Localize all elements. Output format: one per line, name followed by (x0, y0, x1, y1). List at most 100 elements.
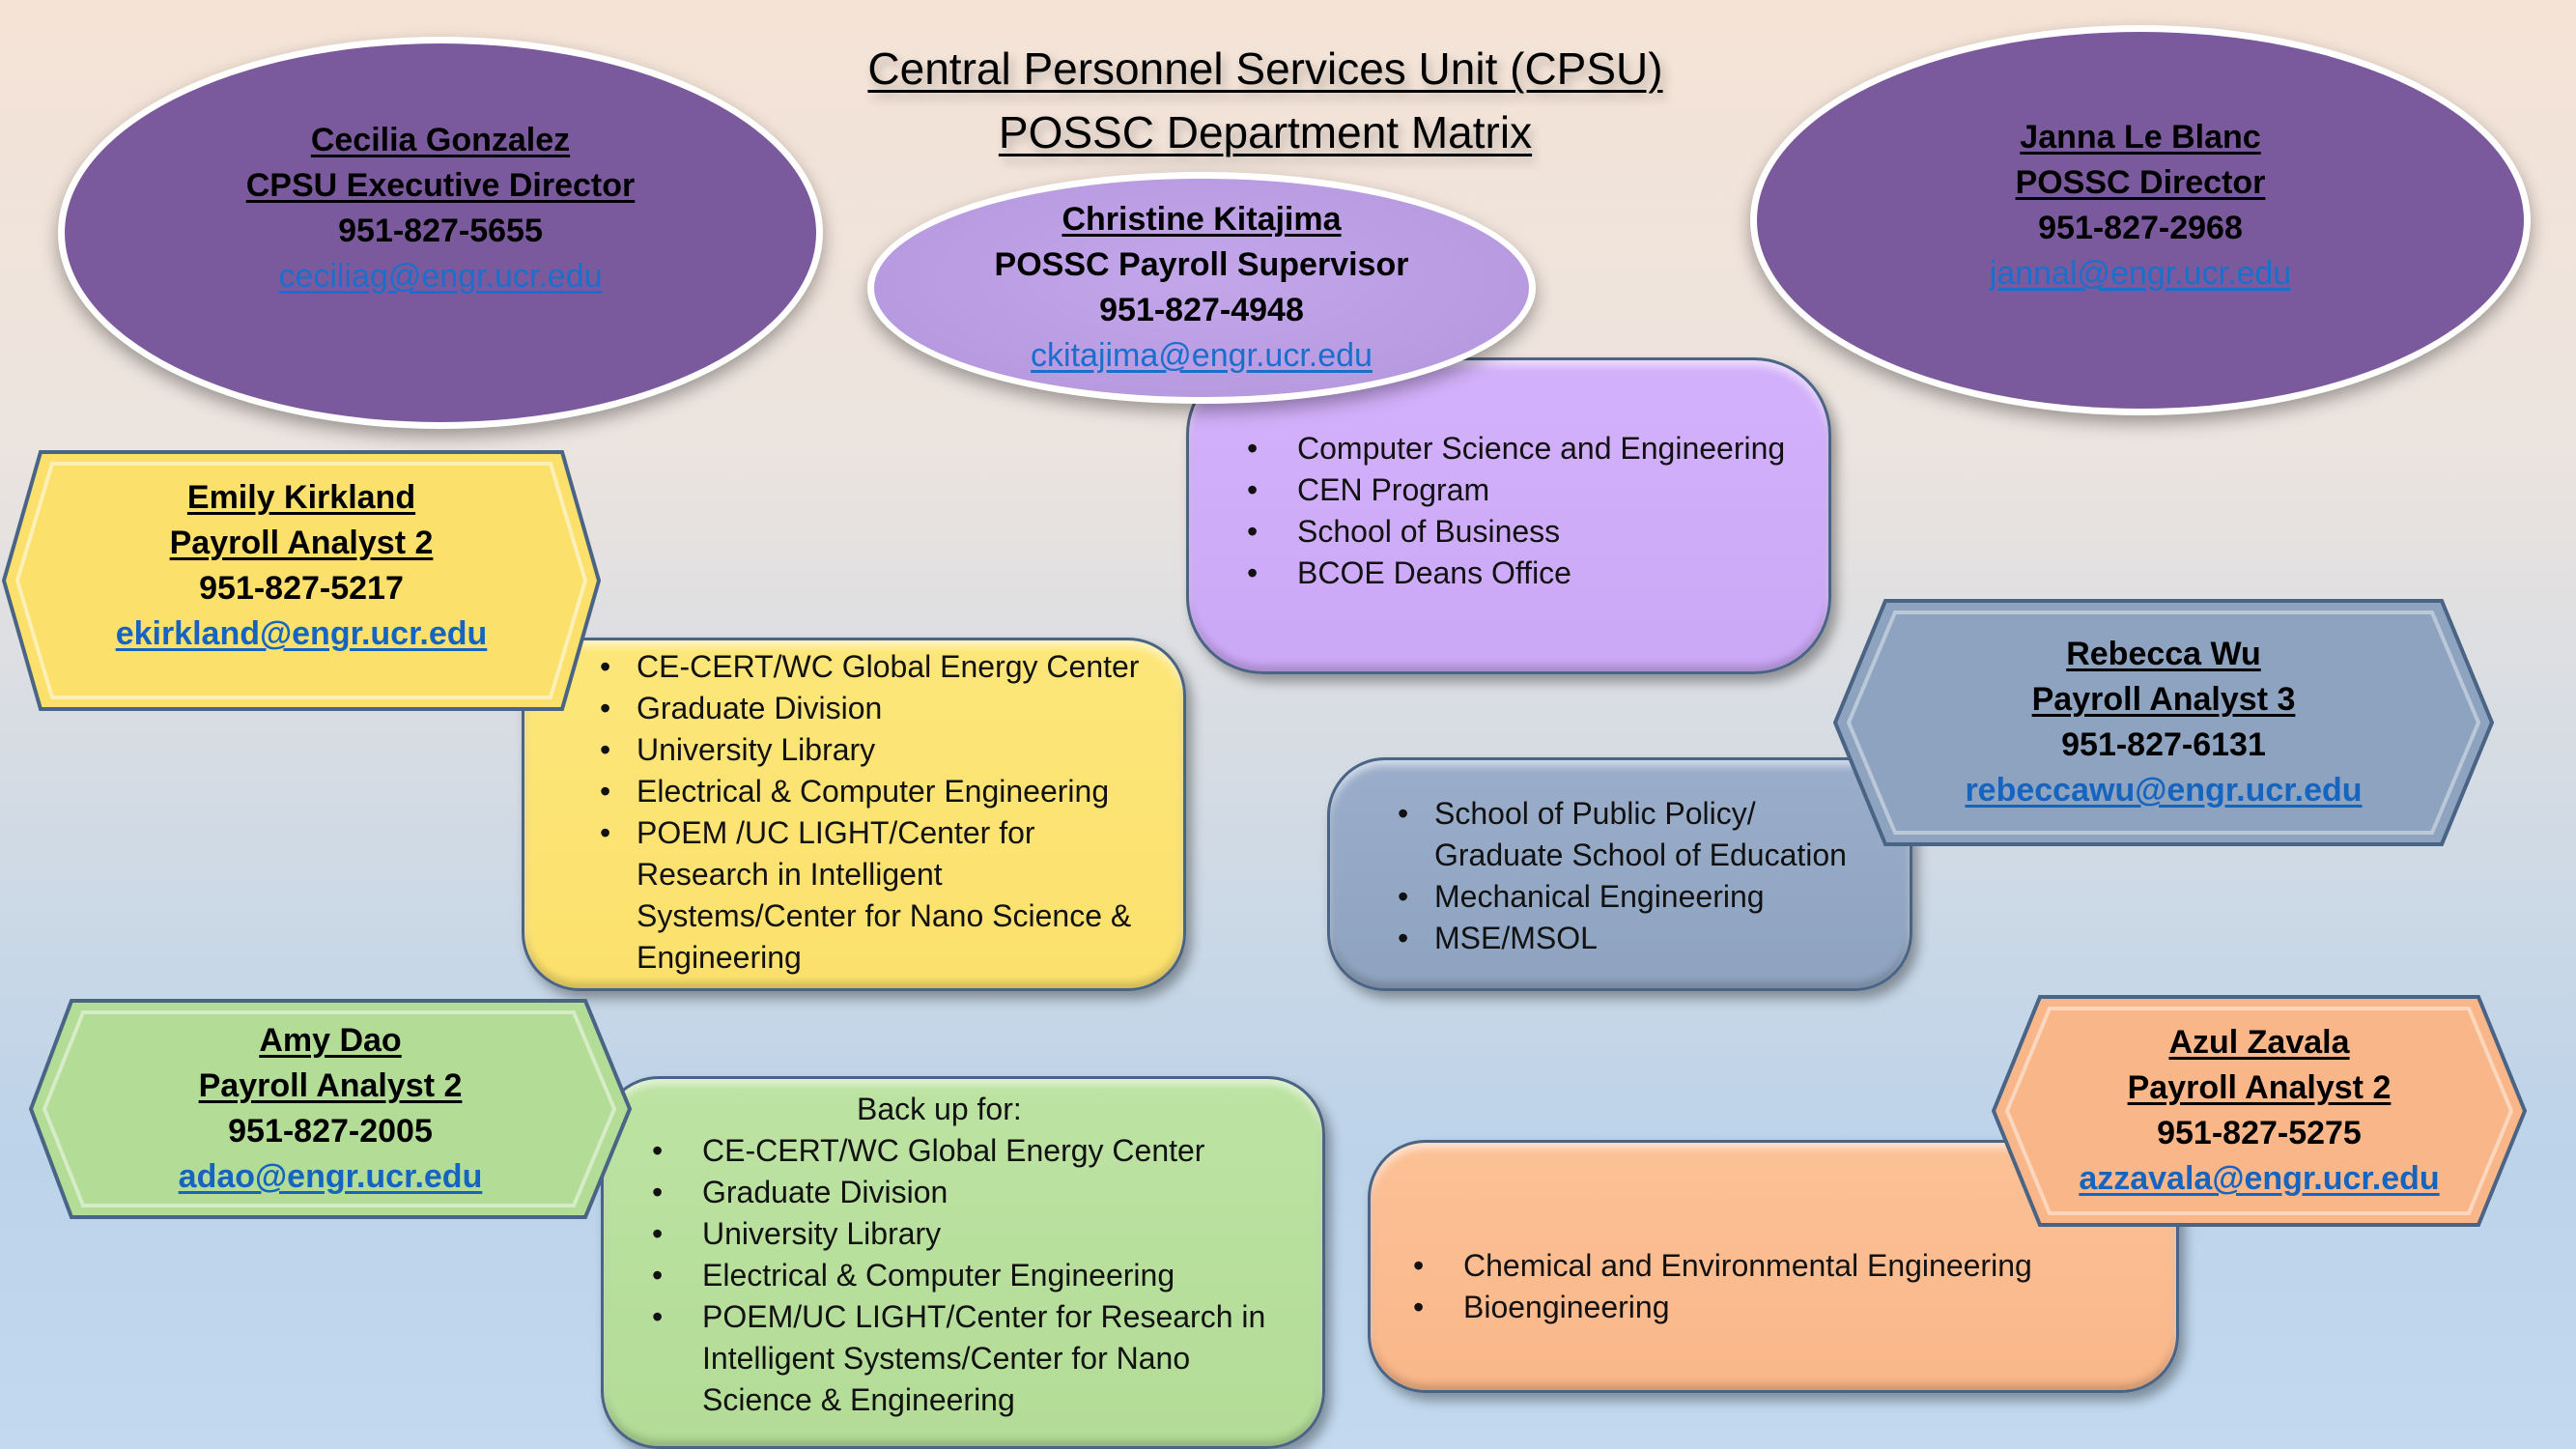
person-phone: 951-827-2005 (228, 1113, 433, 1150)
departments-emily-kirkland: •CE-CERT/WC Global Energy Center•Graduat… (522, 638, 1186, 991)
departments-amy-dao: Back up for: •CE-CERT/WC Global Energy C… (601, 1076, 1325, 1449)
department-name: School of Business (1297, 514, 1561, 549)
department-name: School of Public Policy/ Graduate School… (1434, 796, 1847, 872)
bullet-icon: • (600, 774, 611, 809)
department-name: University Library (637, 732, 876, 767)
hexagon-shape (1992, 995, 2527, 1227)
person-name: Janna Le Blanc (2020, 119, 2261, 156)
department-item: • Bioengineering (1413, 1287, 2157, 1328)
department-name: Chemical and Environmental Engineering (1463, 1248, 2032, 1283)
department-name: Electrical & Computer Engineering (637, 774, 1110, 809)
department-name: CE-CERT/WC Global Energy Center (637, 649, 1140, 684)
title-line-2: POSSC Department Matrix (998, 107, 1533, 157)
card-janna-le-blanc: Janna Le Blanc POSSC Director 951-827-29… (1750, 25, 2531, 415)
person-name: Emily Kirkland (186, 479, 416, 516)
bullet-icon: • (1247, 472, 1259, 507)
bullet-icon: • (1398, 879, 1409, 914)
department-item: •MSE/MSOL (1398, 918, 1890, 959)
department-name: Graduate Division (637, 691, 883, 725)
bullet-icon: • (652, 1216, 664, 1251)
person-name: Rebecca Wu (2066, 636, 2261, 672)
department-item: •CE-CERT/WC Global Energy Center (652, 1130, 1303, 1172)
person-name: Cecilia Gonzalez (310, 122, 571, 158)
email-link[interactable]: ckitajima@engr.ucr.edu (1031, 337, 1373, 374)
department-list: •Chemical and Environmental Engineering•… (1413, 1245, 2157, 1328)
department-item: • School of Business (1247, 511, 1790, 553)
department-item: •Graduate Division (600, 688, 1164, 729)
person-role: Payroll Analyst 2 (198, 1067, 463, 1104)
person-phone: 951-827-5217 (199, 570, 404, 607)
department-item: • Graduate Division (652, 1172, 1303, 1213)
email-link[interactable]: ekirkland@engr.ucr.edu (115, 615, 488, 652)
bullet-icon: • (652, 1258, 664, 1293)
hexagon-shape (1833, 599, 2494, 846)
bullet-icon: • (1398, 921, 1409, 955)
department-name: Graduate Division (702, 1175, 948, 1209)
department-name: POEM/UC LIGHT/Center for Research in Int… (702, 1299, 1266, 1417)
department-item: • Mechanical Engineering (1398, 876, 1890, 918)
person-phone: 951-827-2968 (2038, 210, 2243, 246)
hexagon-shape (29, 999, 632, 1219)
department-item: •School of Public Policy/ Graduate Schoo… (1398, 793, 1890, 876)
departments-rebecca-wu: • School of Public Policy/ Graduate Schoo… (1327, 757, 1912, 991)
person-phone: 951-827-6131 (2061, 726, 2266, 763)
bullet-icon: • (652, 1299, 664, 1334)
email-link[interactable]: azzavala@engr.ucr.edu (2079, 1160, 2440, 1197)
person-role: Payroll Analyst 2 (169, 525, 434, 561)
departments-christine-kitajima: • Computer Science and Engineering • CEN Pr… (1186, 357, 1831, 674)
department-name: CE-CERT/WC Global Energy Center (702, 1133, 1205, 1168)
department-item: • BCOE Deans Office (1247, 553, 1790, 594)
department-item: • Electrical & Computer Engineering (600, 771, 1164, 812)
person-phone: 951-827-5655 (338, 213, 543, 249)
department-name: Computer Science and Engineering (1297, 431, 1786, 466)
card-emily-kirkland: Emily Kirkland Payroll Analyst 2 951-827… (2, 450, 601, 711)
department-item: • CEN Program (1247, 469, 1790, 511)
person-role: POSSC Director (2015, 164, 2266, 201)
email-link[interactable]: ceciliag@engr.ucr.edu (278, 258, 603, 295)
bullet-icon: • (652, 1175, 664, 1209)
bullet-icon: • (1413, 1248, 1425, 1283)
department-item: • Chemical and Environmental Engineering (1413, 1245, 2157, 1287)
email-link[interactable]: adao@engr.ucr.edu (178, 1158, 483, 1195)
email-link[interactable]: rebeccawu@engr.ucr.edu (1965, 772, 2363, 809)
department-name: CEN Program (1297, 472, 1490, 507)
person-role: Payroll Analyst 2 (2127, 1069, 2392, 1106)
person-name: Amy Dao (259, 1022, 402, 1059)
department-name: Mechanical Engineering (1434, 879, 1765, 914)
person-role: POSSC Payroll Supervisor (994, 246, 1409, 283)
department-list: •CE-CERT/WC Global Energy Center•Graduat… (652, 1130, 1303, 1421)
bullet-icon: • (600, 732, 611, 767)
department-item: • CE-CERT/WC Global Energy Center (600, 646, 1164, 688)
department-item: • Electrical & Computer Engineering (652, 1255, 1303, 1296)
person-role: Payroll Analyst 3 (2031, 681, 2296, 718)
department-name: Electrical & Computer Engineering (702, 1258, 1175, 1293)
bullet-icon: • (1413, 1290, 1425, 1324)
bullet-icon: • (600, 815, 611, 850)
department-name: BCOE Deans Office (1297, 555, 1571, 590)
bullet-icon: • (1247, 431, 1259, 466)
department-item: •POEM /UC LIGHT/Center for Research in I… (600, 812, 1164, 979)
department-list: • School of Public Policy/ Graduate Schoo… (1398, 793, 1890, 959)
card-azul-zavala: Azul Zavala Payroll Analyst 2 951-827-52… (1992, 995, 2527, 1227)
department-name: Bioengineering (1463, 1290, 1670, 1324)
hexagon-shape (2, 450, 601, 711)
person-phone: 951-827-5275 (2157, 1115, 2362, 1151)
email-link[interactable]: jannal@engr.ucr.edu (1989, 255, 2292, 292)
department-list: • Computer Science and Engineering • CEN Pr… (1247, 428, 1790, 594)
department-item: • University Library (600, 729, 1164, 771)
department-name: University Library (702, 1216, 942, 1251)
card-rebecca-wu: Rebecca Wu Payroll Analyst 3 951-827-613… (1833, 599, 2494, 846)
bullet-icon: • (600, 649, 611, 684)
bullet-icon: • (1247, 555, 1259, 590)
person-role: CPSU Executive Director (245, 167, 636, 204)
person-name: Christine Kitajima (1062, 201, 1342, 238)
department-item: • University Library (652, 1213, 1303, 1255)
bullet-icon: • (1247, 514, 1259, 549)
person-phone: 951-827-4948 (1099, 292, 1304, 328)
title-line-1: Central Personnel Services Unit (CPSU) (867, 43, 1663, 94)
department-item: • Computer Science and Engineering (1247, 428, 1790, 469)
person-name: Azul Zavala (2168, 1024, 2350, 1061)
card-cecilia-gonzalez: Cecilia Gonzalez CPSU Executive Director… (58, 37, 823, 429)
card-christine-kitajima: Christine Kitajima POSSC Payroll Supervi… (867, 172, 1536, 404)
department-item: • POEM/UC LIGHT/Center for Research in In… (652, 1296, 1303, 1421)
